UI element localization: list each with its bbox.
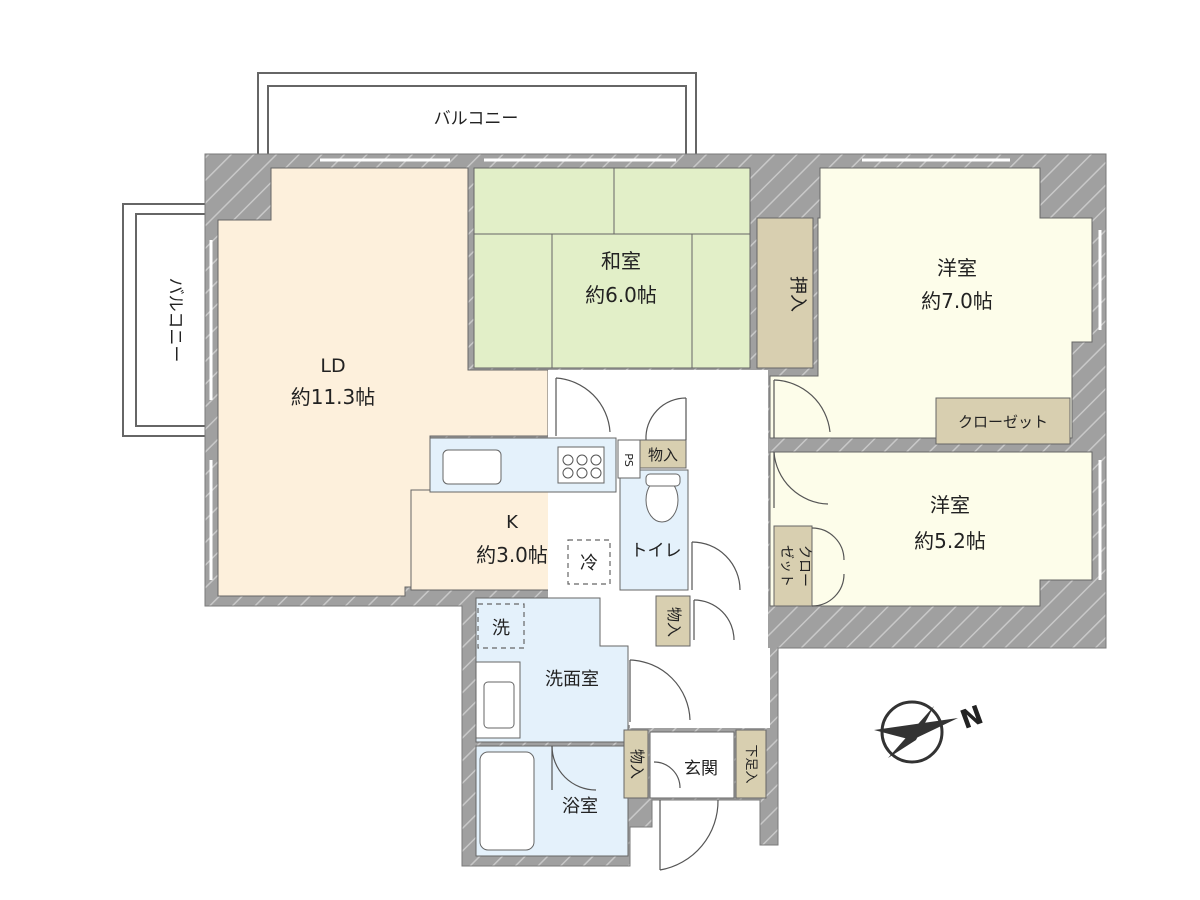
window-marks (209, 158, 1102, 580)
storage-3-label: 物入 (628, 749, 646, 779)
storage-3 (623, 729, 649, 799)
closet-1-label: クローゼット (958, 413, 1048, 431)
balcony-top (257, 72, 697, 155)
washing-machine-space (477, 603, 525, 649)
storage-2 (655, 595, 691, 647)
yoshitsu-5-size: 約5.2帖 (914, 529, 986, 553)
fridge-space (567, 539, 611, 585)
storage-2-label: 物入 (665, 607, 683, 637)
genkan-label: 玄関 (684, 759, 718, 779)
yoshitsu-7-size: 約7.0帖 (921, 289, 993, 313)
yoshitsu-5-label: 洋室 (930, 493, 970, 517)
balcony-top-label: バルコニー (434, 109, 519, 129)
hallway-lower (630, 648, 770, 728)
washing-machine-label: 洗 (492, 618, 510, 639)
genkan-floor (649, 731, 735, 799)
closet-1 (935, 397, 1071, 445)
room-yoshitsu-7 (769, 167, 1093, 439)
pipe-space (617, 439, 641, 479)
kitchen-label: K (506, 512, 519, 533)
kitchen-counter (429, 437, 617, 493)
senmen-label: 洗面室 (545, 669, 599, 690)
room-yoshitsu-5 (769, 451, 1093, 607)
ld-size: 約11.3帖 (291, 385, 376, 409)
washitsu-size: 約6.0帖 (585, 283, 657, 307)
wash-basin (483, 681, 515, 729)
balcony-left-label: バルコニー (165, 278, 185, 363)
oshiire (756, 217, 814, 369)
kitchen-size: 約3.0帖 (476, 543, 548, 567)
balcony-left (122, 203, 205, 437)
door-swings (551, 377, 845, 871)
kitchen-sink (442, 449, 502, 485)
oshiire-label: 押入 (787, 276, 808, 312)
closet-2-label-col2: ゼット (778, 545, 794, 587)
closet-2 (773, 525, 813, 607)
storage-1-label: 物入 (648, 446, 678, 464)
storage-1 (639, 439, 687, 469)
room-washitsu (473, 167, 751, 369)
ld-label: LD (320, 355, 345, 377)
ps-label: PS (622, 453, 635, 467)
compass-north-label: N (957, 700, 988, 736)
toilet-tank (645, 473, 681, 487)
yoshitsu-7-label: 洋室 (937, 256, 977, 280)
shoe-cabinet-label: 下足入 (743, 744, 758, 783)
bath-label: 浴室 (562, 796, 598, 817)
burner-icons (562, 454, 602, 479)
toilet-label: トイレ (631, 541, 682, 561)
fridge-label: 冷 (580, 553, 598, 574)
bathtub (479, 751, 535, 851)
shoe-cabinet (735, 729, 767, 799)
washitsu-label: 和室 (601, 249, 641, 273)
closet-2-label-col1: クロー (796, 545, 812, 587)
compass: N (874, 700, 988, 764)
